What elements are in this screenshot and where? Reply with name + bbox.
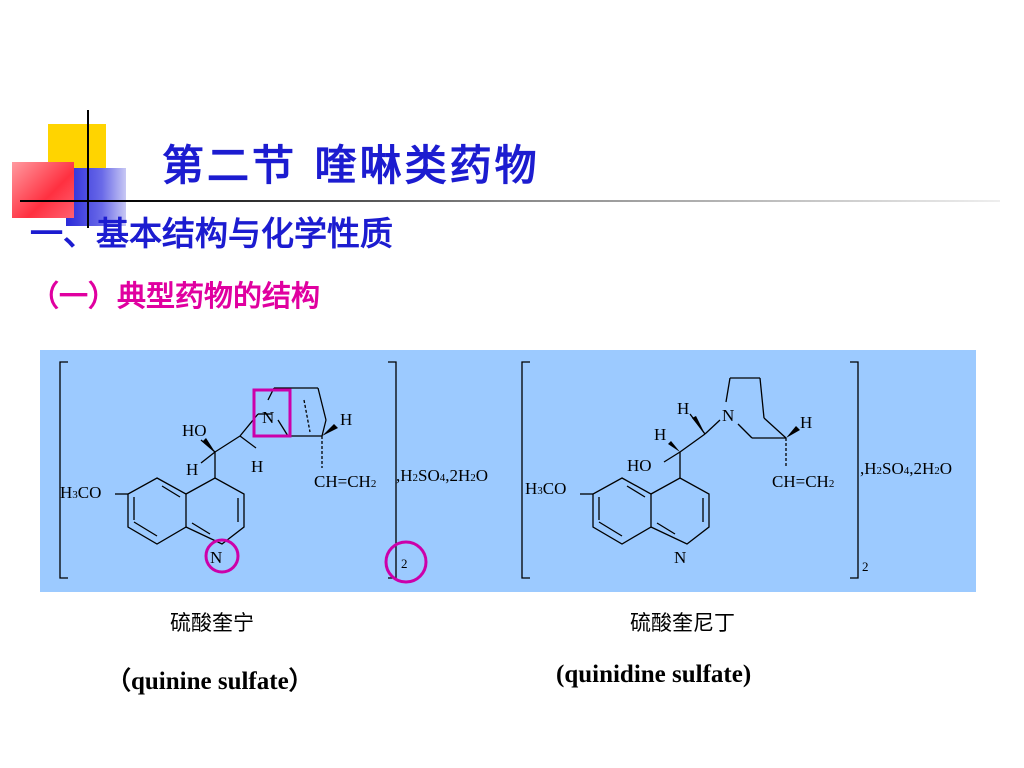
wedge-bond [692, 416, 705, 434]
section-heading: 一、基本结构与化学性质 [30, 214, 393, 253]
wedge-bond [322, 424, 338, 436]
label-h: H [186, 460, 198, 479]
subsection-heading: （一）典型药物的结构 [30, 279, 321, 313]
pyridine-ring [185, 477, 245, 545]
benzene-ring [592, 477, 652, 545]
label-h: H [677, 399, 689, 418]
benzene-ring [127, 477, 187, 545]
label-multiplier: 2 [862, 559, 869, 574]
label-multiplier: 2 [401, 556, 408, 571]
label-n-ring: N [210, 548, 222, 567]
label-h: H [251, 457, 263, 476]
label-salt: ,H2SO4,2H2O [860, 459, 952, 478]
highlight-box-n [252, 388, 292, 438]
slide-title: 第二节 喹啉类药物 [162, 141, 540, 190]
label-n-ring: N [674, 548, 686, 567]
label-n-bridge: N [262, 408, 274, 427]
structure-panel [40, 350, 976, 592]
deco-vertical-line [87, 110, 89, 228]
quinine-structure [59, 361, 397, 579]
label-h: H [340, 410, 352, 429]
wedge-bond [203, 438, 215, 452]
right-bracket-open [521, 361, 530, 579]
label-methoxy: H3CO [60, 483, 101, 502]
label-vinyl: CH=CH2 [314, 472, 376, 491]
label-h: H [654, 425, 666, 444]
label-ho: HO [627, 456, 652, 475]
caption-quinidine-cn: 硫酸奎尼丁 [630, 611, 735, 635]
label-n-bridge: N [722, 406, 734, 425]
highlight-circle-2 [384, 540, 428, 584]
label-methoxy: H3CO [525, 479, 566, 498]
wedge-bond [786, 426, 800, 438]
left-bracket-open [59, 361, 68, 579]
label-h: H [800, 413, 812, 432]
deco-horizontal-line [20, 200, 1000, 202]
wedge-bond [668, 441, 680, 452]
right-bracket-close [850, 361, 859, 579]
caption-quinine-en: （quinine sulfate） [106, 668, 314, 695]
label-vinyl: CH=CH2 [772, 472, 834, 491]
deco-blue-square [66, 168, 126, 226]
caption-quinidine-en: (quinidine sulfate) [556, 661, 752, 688]
label-salt: ,H2SO4,2H2O [396, 466, 488, 485]
quinidine-structure [521, 361, 859, 579]
deco-red-square [12, 162, 74, 218]
caption-quinine-cn: 硫酸奎宁 [170, 611, 254, 635]
highlight-circle-n [204, 538, 240, 574]
pyridine-ring [650, 477, 710, 545]
label-ho: HO [182, 421, 207, 440]
